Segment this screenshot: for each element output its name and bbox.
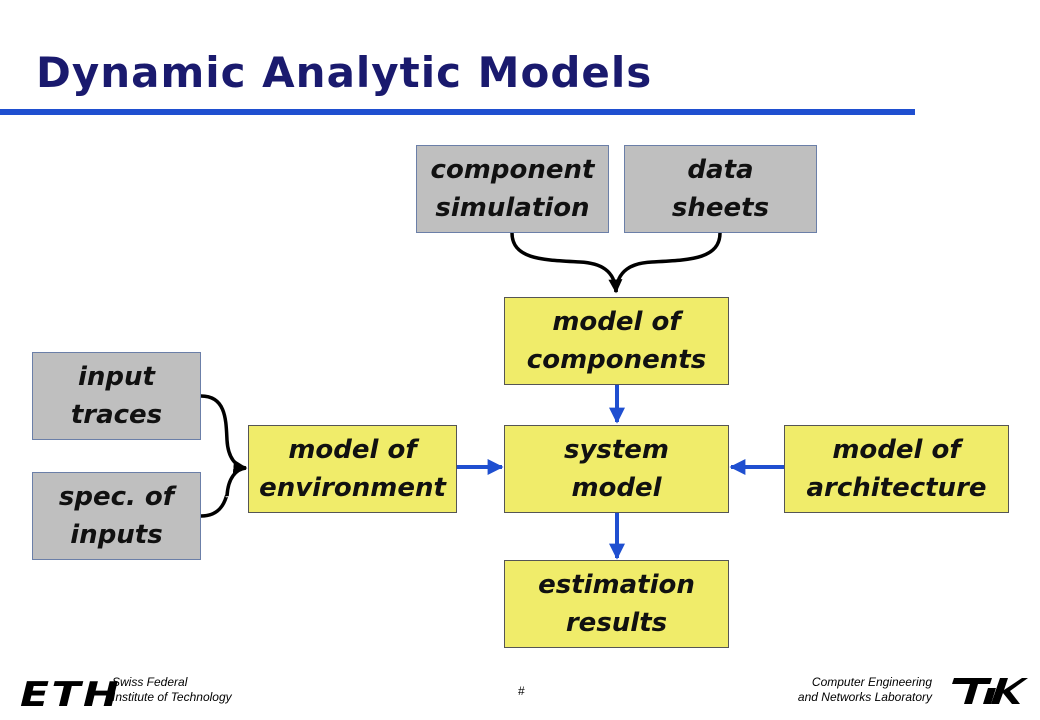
node-label-line1: data	[687, 155, 754, 185]
node-label-line1: estimation	[538, 570, 695, 600]
node-component-simulation: component simulation	[416, 145, 609, 233]
node-label-line1: spec. of	[58, 482, 175, 512]
connector-component-simulation-to-model-of-components	[510, 232, 623, 294]
node-spec-of-inputs: spec. of inputs	[32, 472, 201, 560]
connector-input-traces-to-model-of-environment	[200, 394, 248, 474]
node-label-line2: traces	[70, 400, 163, 430]
node-label-line2: inputs	[70, 520, 163, 550]
node-system-model: system model	[504, 425, 729, 513]
footer-lab-line2: and Networks Laboratory	[797, 690, 932, 704]
node-label-line1: model of	[552, 307, 681, 337]
node-data-sheets: data sheets	[624, 145, 817, 233]
node-label-line2: simulation	[435, 193, 590, 223]
node-label-line1: model of	[288, 435, 417, 465]
node-label-line1: model of	[832, 435, 961, 465]
node-label-line2: model	[571, 473, 662, 503]
node-label-line1: input	[78, 362, 155, 392]
slide-title: Dynamic Analytic Models	[36, 48, 653, 97]
footer-lab-line1: Computer Engineering	[811, 675, 932, 689]
eth-logo: ETH	[20, 675, 122, 715]
footer-institution: Swiss Federal Institute of Technology	[112, 675, 232, 705]
footer-lab: Computer Engineering and Networks Labora…	[798, 675, 932, 705]
footer-institution-line2: Institute of Technology	[112, 690, 232, 704]
connector-spec-of-inputs-to-model-of-environment	[200, 466, 247, 518]
footer-institution-line1: Swiss Federal	[112, 675, 188, 689]
node-model-of-architecture: model of architecture	[784, 425, 1009, 513]
node-label-line1: component	[430, 155, 595, 185]
title-underline	[0, 109, 915, 115]
page-number: #	[518, 684, 525, 698]
node-label-line2: sheets	[671, 193, 770, 223]
node-label-line1: system	[563, 435, 670, 465]
node-model-of-components: model of components	[504, 297, 729, 385]
node-label-line2: architecture	[806, 473, 987, 503]
node-label-line2: results	[565, 608, 668, 638]
tik-logo-icon	[952, 678, 1028, 704]
connector-data-sheets-to-model-of-components	[614, 232, 722, 293]
node-input-traces: input traces	[32, 352, 201, 440]
node-estimation-results: estimation results	[504, 560, 729, 648]
node-model-of-environment: model of environment	[248, 425, 457, 513]
node-label-line2: components	[526, 345, 707, 375]
node-label-line2: environment	[259, 473, 446, 503]
